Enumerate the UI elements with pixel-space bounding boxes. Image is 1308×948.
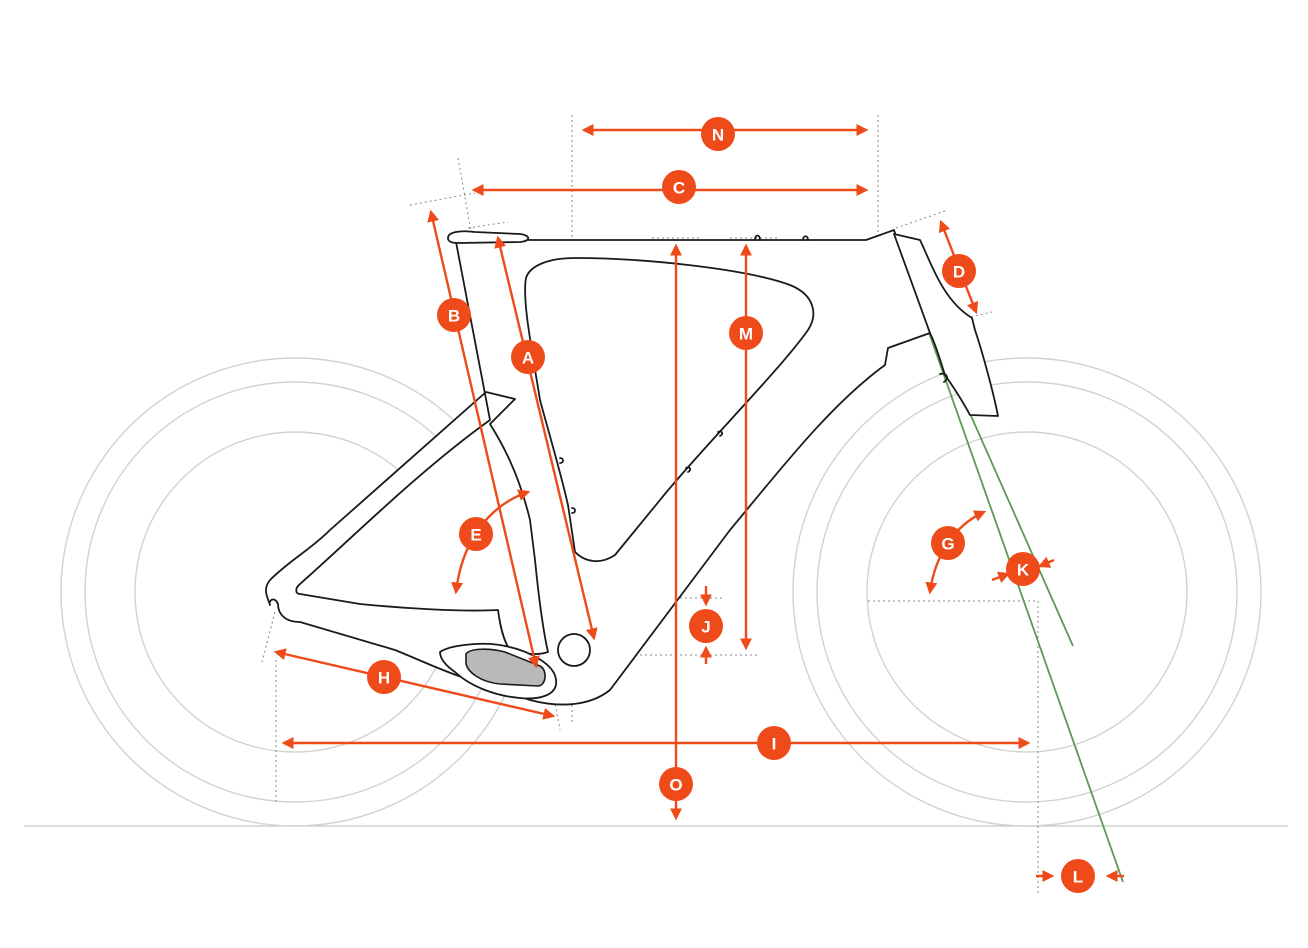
badge-b-label: B (448, 307, 460, 326)
badge-e-label: E (470, 526, 481, 545)
dimension-k-left-arrow (991, 571, 1011, 583)
badge-c: C (662, 170, 696, 204)
badge-n: N (701, 117, 735, 151)
badge-o: O (659, 767, 693, 801)
dimension-a-line (494, 235, 598, 641)
badge-d: D (942, 254, 976, 288)
badge-c-label: C (673, 179, 685, 198)
dimension-k-right-arrow (1037, 556, 1055, 568)
badge-m-label: M (739, 325, 753, 344)
badge-a: A (511, 340, 545, 374)
badge-d-label: D (953, 263, 965, 282)
badge-m: M (729, 316, 763, 350)
badge-i-label: I (772, 735, 777, 754)
front-wheel (792, 357, 1262, 827)
badge-g-label: G (941, 535, 954, 554)
badge-n-label: N (712, 126, 724, 145)
badge-a-label: A (522, 349, 534, 368)
badge-k-label: K (1017, 561, 1030, 580)
badge-l-label: L (1073, 868, 1083, 887)
bike-frame (265, 229, 999, 706)
badge-o-label: O (669, 776, 682, 795)
badge-i: I (757, 726, 791, 760)
dimension-badges: N C D B A M E (367, 117, 1095, 893)
badge-g: G (931, 526, 965, 560)
fork-axis-lines (927, 329, 1124, 883)
badge-h: H (367, 660, 401, 694)
badge-k: K (1006, 552, 1040, 586)
dimension-lines (273, 124, 1124, 882)
badge-j-label: J (701, 618, 710, 637)
badge-h-label: H (378, 669, 390, 688)
badge-e: E (459, 517, 493, 551)
badge-j: J (689, 609, 723, 643)
dimension-h-line (273, 648, 556, 720)
badge-b: B (437, 298, 471, 332)
badge-l: L (1061, 859, 1095, 893)
